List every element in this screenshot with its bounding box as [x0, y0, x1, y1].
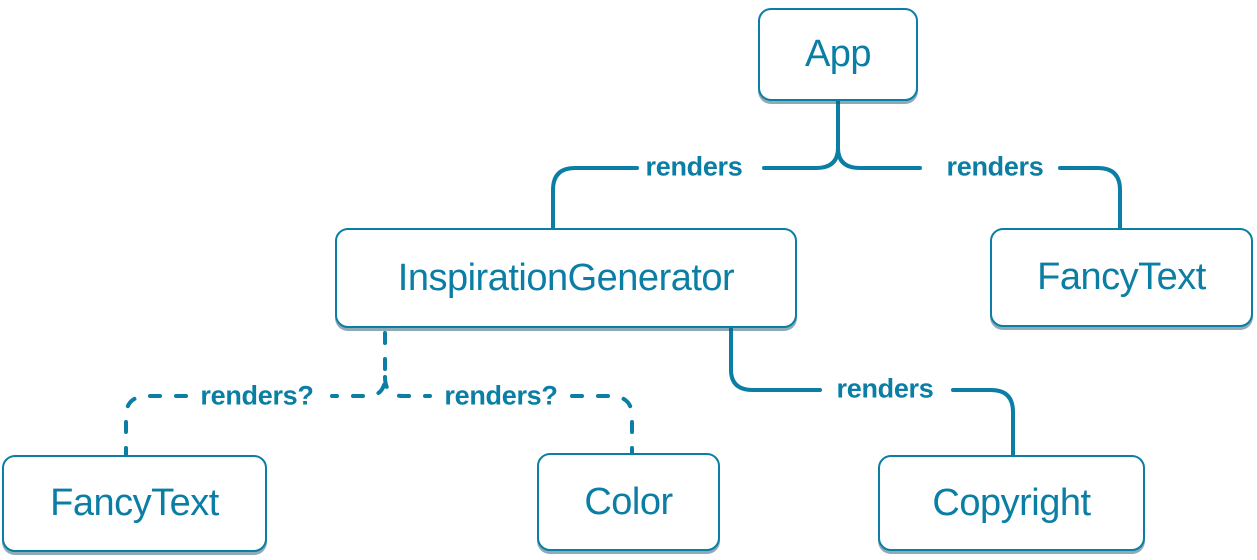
node-fancytext-top: FancyText: [990, 228, 1253, 327]
node-fancytext-bottom: FancyText: [2, 455, 267, 552]
node-inspirationgenerator-label: InspirationGenerator: [397, 256, 735, 299]
edge-inspirationgenerator-to-color-conditional: [383, 375, 634, 455]
edge-label-app-fancytext: renders: [946, 151, 1044, 182]
edge-inspirationgenerator-to-fancytext-conditional: [124, 331, 387, 457]
node-fancytext-top-label: FancyText: [1037, 256, 1206, 298]
edge-app-to-fancytext: [836, 146, 1122, 230]
edge-label-inspirationgenerator-copyright: renders: [836, 373, 934, 404]
node-inspirationgenerator: InspirationGenerator: [335, 228, 797, 328]
edge-inspirationgenerator-to-copyright: [729, 326, 1015, 457]
node-app: App: [758, 8, 918, 101]
node-copyright-label: Copyright: [932, 481, 1091, 524]
node-fancytext-bottom-label: FancyText: [50, 482, 219, 524]
node-color-label: Color: [584, 480, 673, 523]
node-color: Color: [537, 453, 720, 551]
node-copyright: Copyright: [878, 455, 1145, 551]
edge-label-app-inspirationgenerator: renders: [645, 151, 743, 182]
edge-label-inspirationgenerator-fancytext: renders?: [200, 380, 314, 411]
edge-label-inspirationgenerator-color: renders?: [444, 380, 558, 411]
node-app-label: App: [804, 33, 872, 75]
